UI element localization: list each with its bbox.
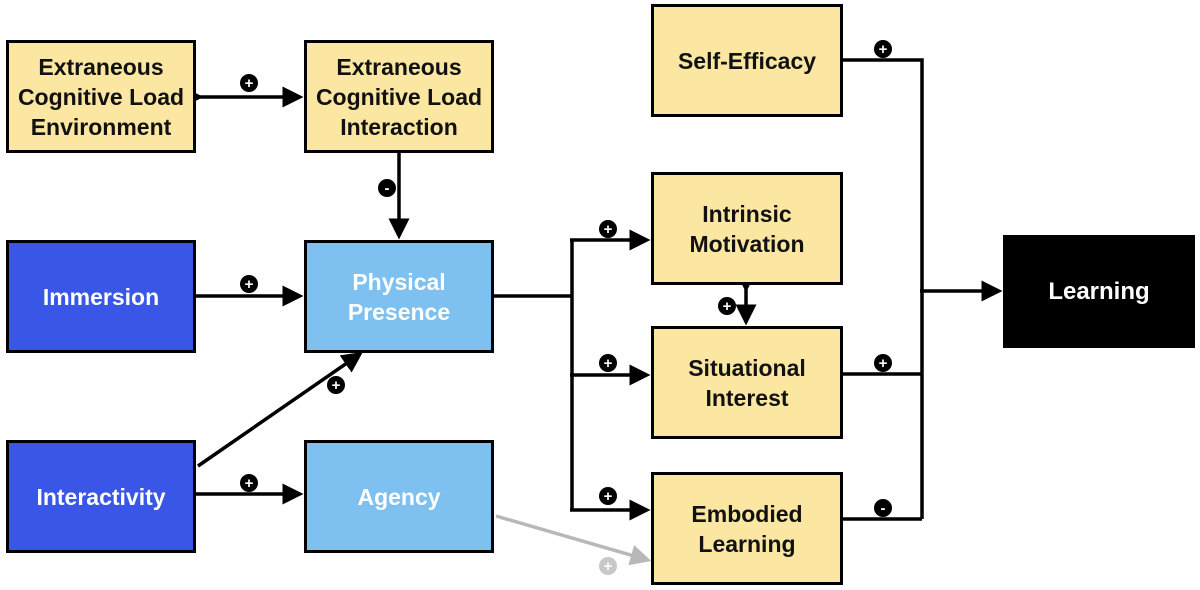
sign-interactivity-agency: + <box>240 474 258 492</box>
link-interactivity-presence <box>197 352 363 468</box>
sign-ecl-env-ecl-int: + <box>240 74 258 92</box>
svg-text:+: + <box>879 355 888 372</box>
svg-text:-: - <box>385 180 390 197</box>
sign-embodied-learning: - <box>874 499 892 517</box>
node-extraneous-cognitive-load-environment: Extraneous Cognitive Load Environment <box>6 40 196 153</box>
node-embodied-learning: Embodied Learning <box>651 472 843 585</box>
svg-text:+: + <box>245 276 254 293</box>
node-physical-presence: Physical Presence <box>304 240 494 353</box>
node-self-efficacy: Self-Efficacy <box>651 4 843 117</box>
sign-presence-situational: + <box>599 354 617 372</box>
node-immersion: Immersion <box>6 240 196 353</box>
svg-text:-: - <box>881 500 886 517</box>
svg-text:+: + <box>604 355 613 372</box>
node-interactivity: Interactivity <box>6 440 196 553</box>
svg-text:+: + <box>604 558 613 575</box>
node-agency: Agency <box>304 440 494 553</box>
svg-text:+: + <box>245 475 254 492</box>
node-intrinsic-motivation: Intrinsic Motivation <box>651 172 843 285</box>
svg-text:+: + <box>604 221 613 238</box>
sign-interactivity-presence: + <box>327 376 345 394</box>
sign-ecl-int-presence: - <box>378 179 396 197</box>
sign-situational-learning: + <box>874 354 892 372</box>
svg-text:+: + <box>604 488 613 505</box>
sign-immersion-presence: + <box>240 275 258 293</box>
sign-intrinsic-situational: + <box>718 297 736 315</box>
link-self-efficacy-learning <box>843 58 924 519</box>
svg-text:+: + <box>723 298 732 315</box>
sign-agency-embodied: + <box>599 557 617 575</box>
sign-presence-embodied: + <box>599 487 617 505</box>
sign-presence-intrinsic: + <box>599 220 617 238</box>
svg-text:+: + <box>332 377 341 394</box>
sign-self-efficacy-learning: + <box>874 40 892 58</box>
node-extraneous-cognitive-load-interaction: Extraneous Cognitive Load Interaction <box>304 40 494 153</box>
svg-text:+: + <box>879 41 888 58</box>
link-agency-embodied <box>495 514 652 566</box>
node-situational-interest: Situational Interest <box>651 326 843 439</box>
node-learning: Learning <box>1003 235 1195 348</box>
svg-text:+: + <box>245 75 254 92</box>
